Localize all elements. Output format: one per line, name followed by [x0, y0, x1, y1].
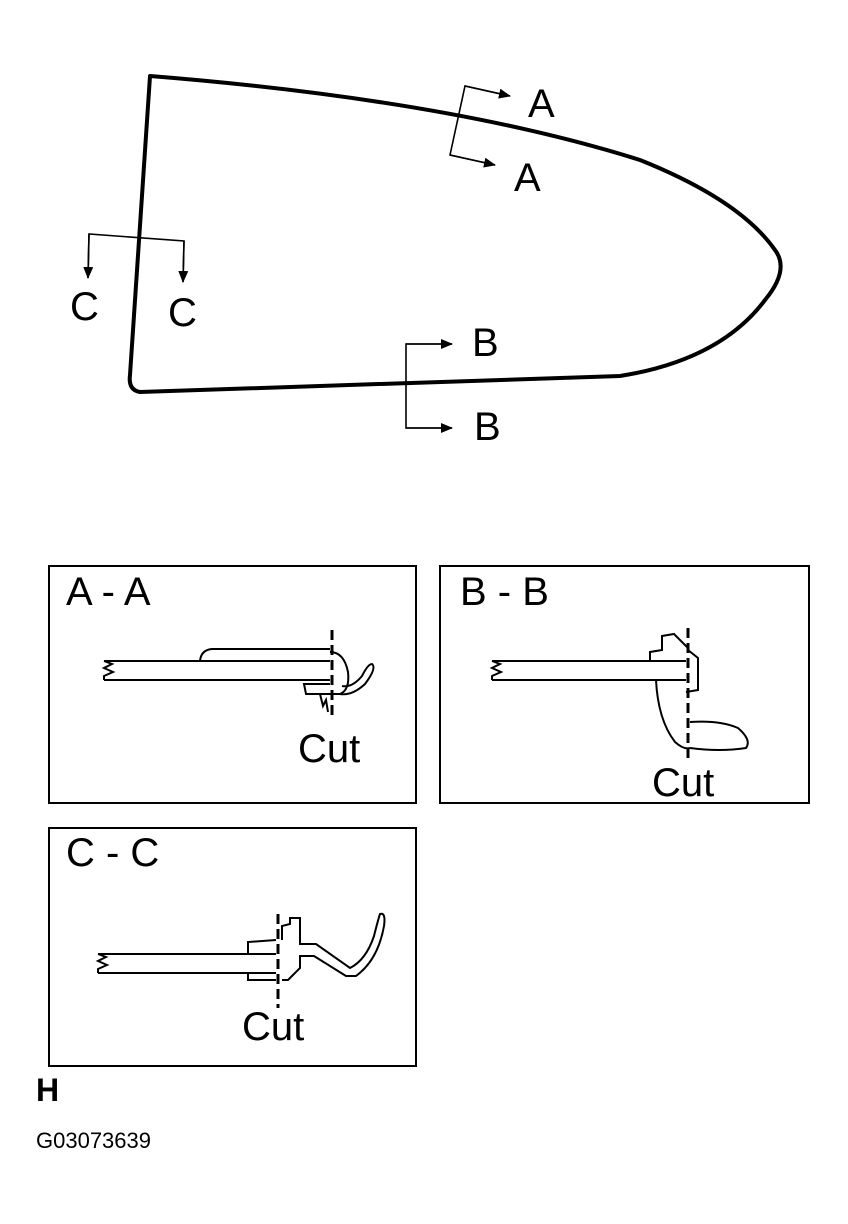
marker-a-top: A: [528, 82, 555, 126]
section-box-bb: B - B Cut: [439, 565, 810, 805]
cut-label-cc: Cut: [242, 1005, 304, 1049]
figure-code: G03073639: [36, 1128, 151, 1153]
section-line-c: [83, 233, 189, 283]
section-line-b: [405, 339, 453, 433]
cut-label-aa: Cut: [298, 727, 360, 771]
marker-b-top: B: [472, 321, 499, 365]
marker-a-bottom: A: [514, 156, 541, 200]
section-box-cc: C - C Cut: [48, 827, 417, 1067]
section-title-aa: A - A: [66, 570, 151, 614]
figure-letter: H: [36, 1072, 60, 1108]
marker-b-bottom: B: [474, 405, 501, 449]
window-glass-outline: [127, 74, 783, 394]
marker-c-left: C: [70, 285, 99, 329]
section-box-aa: A - A Cut: [48, 565, 417, 804]
section-title-bb: B - B: [460, 570, 549, 614]
cut-label-bb: Cut: [652, 761, 714, 805]
marker-c-right: C: [168, 291, 197, 335]
section-line-a: [449, 85, 511, 168]
section-title-cc: C - C: [66, 831, 159, 875]
